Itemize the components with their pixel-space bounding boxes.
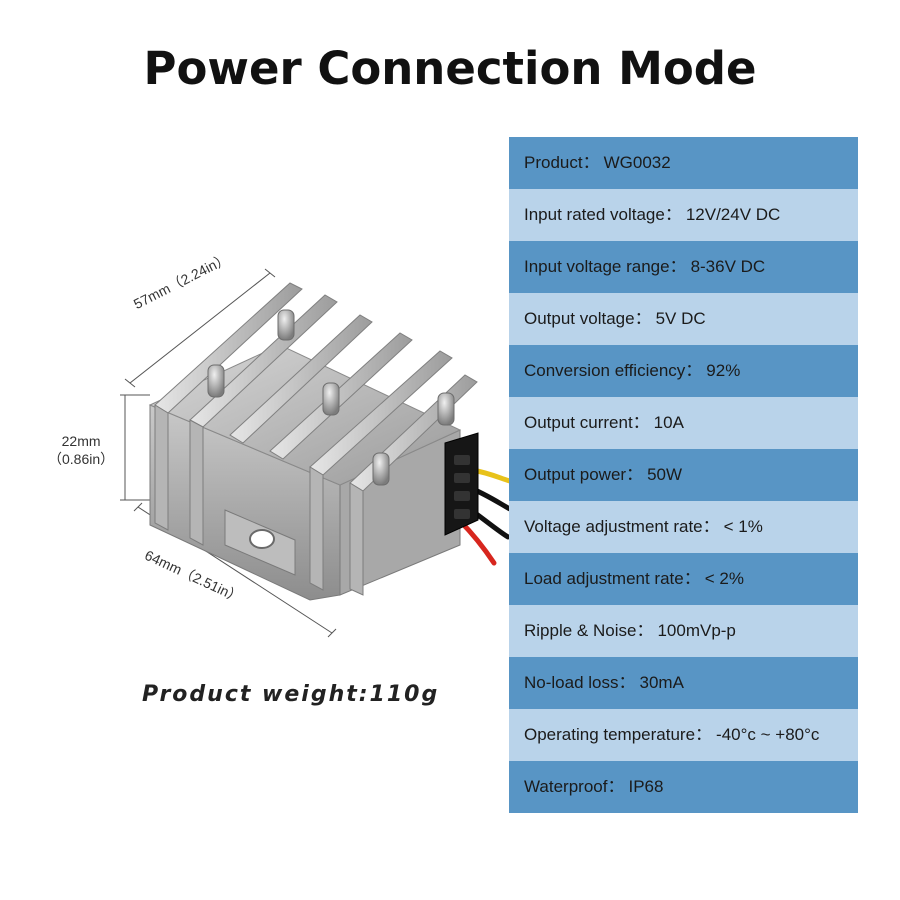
spec-table: Product：WG0032 Input rated voltage：12V/2… (509, 137, 858, 813)
spec-label: No-load loss： (524, 673, 636, 692)
spec-value: < 1% (723, 517, 763, 536)
spec-value: 8-36V DC (690, 257, 766, 276)
spec-row: Product：WG0032 (509, 137, 858, 189)
spec-value: 30mA (639, 673, 684, 692)
spec-label: Ripple & Noise： (524, 621, 654, 640)
spec-row: Output voltage：5V DC (509, 293, 858, 345)
spec-row: No-load loss：30mA (509, 657, 858, 709)
height-in-label: （0.86in） (48, 451, 115, 467)
spec-label: Conversion efficiency： (524, 361, 703, 380)
spec-label: Input voltage range： (524, 257, 687, 276)
height-mm-label: 22mm (61, 433, 101, 449)
spec-label: Output current： (524, 413, 650, 432)
spec-label: Input rated voltage： (524, 205, 682, 224)
spec-row: Output current：10A (509, 397, 858, 449)
spec-row: Output power：50W (509, 449, 858, 501)
spec-label: Operating temperature： (524, 725, 713, 744)
spec-value: 50W (647, 465, 683, 484)
spec-label: Product： (524, 153, 600, 172)
page-title: Power Connection Mode (143, 42, 757, 95)
spec-row: Load adjustment rate：< 2% (509, 553, 858, 605)
spec-label: Voltage adjustment rate： (524, 517, 720, 536)
spec-row: Conversion efficiency：92% (509, 345, 858, 397)
product-weight: Product weight:110g (142, 682, 440, 707)
spec-value: IP68 (628, 777, 664, 796)
spec-value: 5V DC (655, 309, 706, 328)
spec-value: < 2% (704, 569, 744, 588)
spec-value: -40°c ~ +80°c (716, 725, 820, 744)
spec-row: Input rated voltage：12V/24V DC (509, 189, 858, 241)
spec-value: WG0032 (603, 153, 671, 172)
spec-value: 10A (653, 413, 684, 432)
converter-illustration (120, 268, 510, 638)
spec-row: Operating temperature：-40°c ~ +80°c (509, 709, 858, 761)
spec-label: Load adjustment rate： (524, 569, 701, 588)
spec-value: 92% (706, 361, 741, 380)
spec-row: Input voltage range：8-36V DC (509, 241, 858, 293)
height-dimension-label: 22mm （0.86in） (48, 432, 114, 468)
spec-value: 12V/24V DC (685, 205, 781, 224)
spec-row: Ripple & Noise：100mVp-p (509, 605, 858, 657)
spec-value: 100mVp-p (657, 621, 736, 640)
spec-row: Voltage adjustment rate：< 1% (509, 501, 858, 553)
spec-row: Waterproof：IP68 (509, 761, 858, 813)
spec-label: Output voltage： (524, 309, 652, 328)
spec-label: Output power： (524, 465, 644, 484)
spec-label: Waterproof： (524, 777, 625, 796)
